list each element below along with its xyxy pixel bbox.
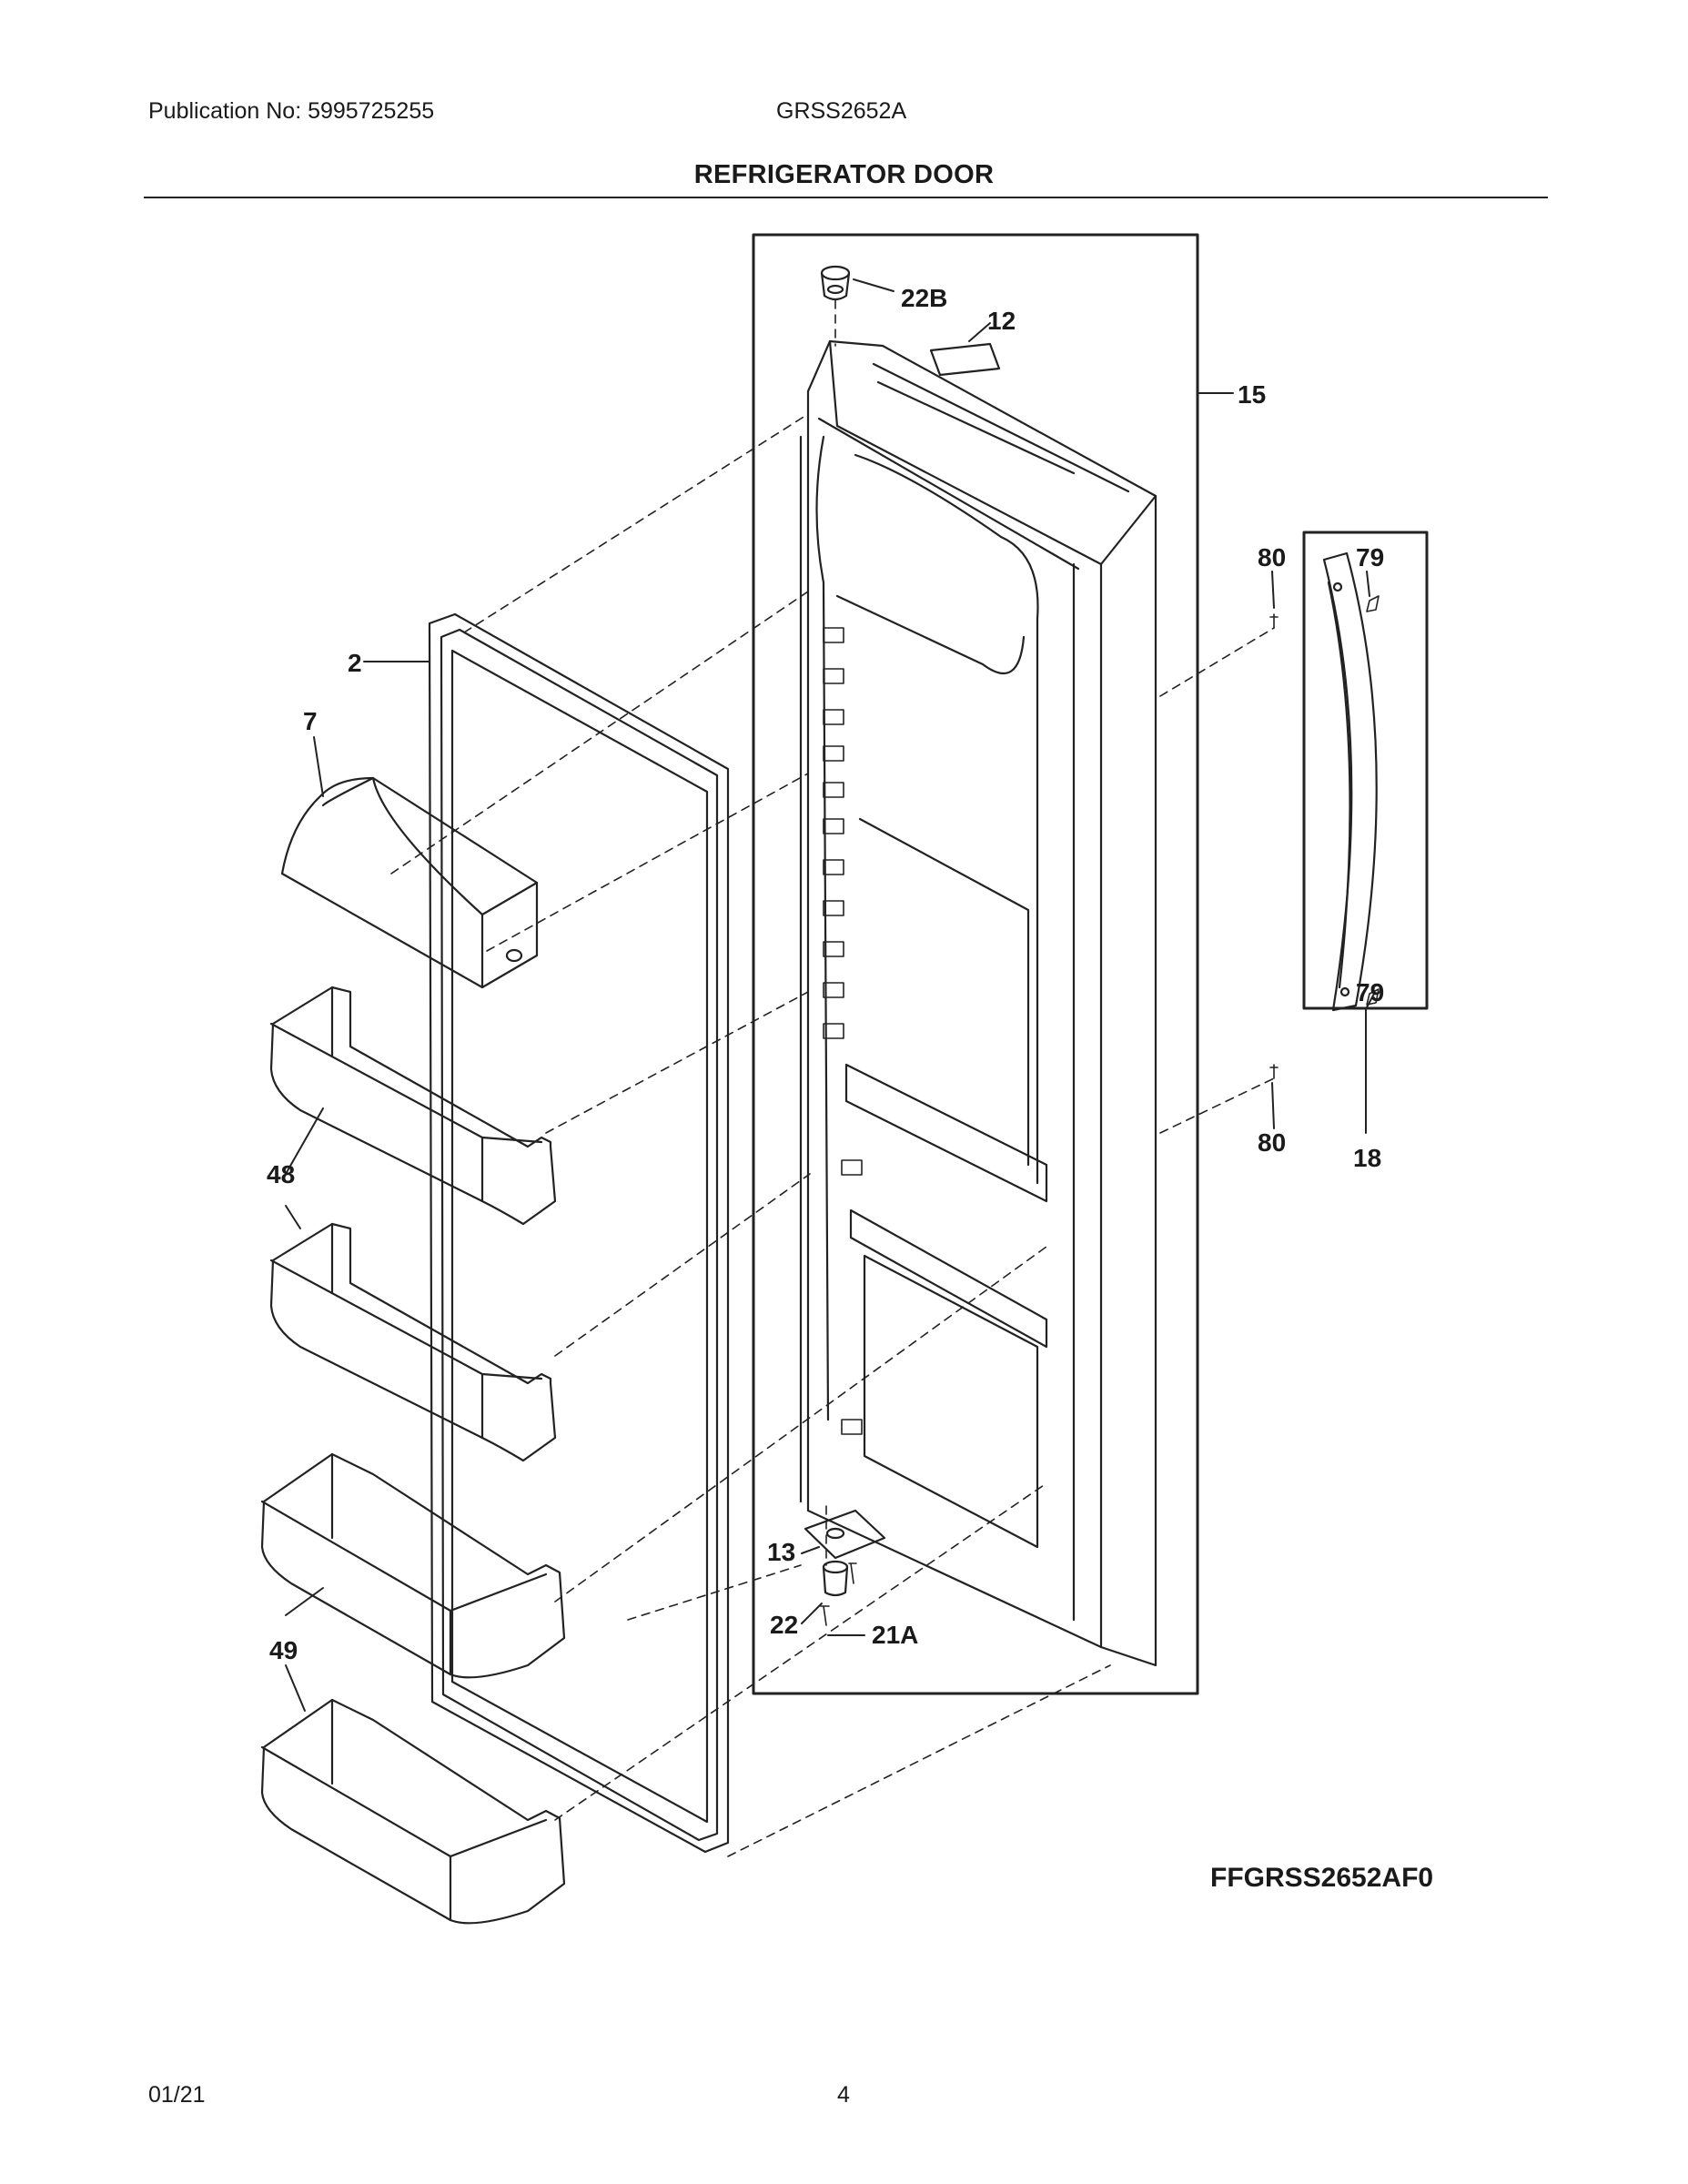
- callout-79-lower: 79: [1356, 978, 1384, 1006]
- callout-80-upper: 80: [1258, 543, 1286, 571]
- title-divider: [144, 197, 1548, 198]
- part-79-end-cap-lower: [1367, 989, 1379, 1005]
- callout-13: 13: [767, 1538, 795, 1566]
- part-48-shelf-upper: [271, 987, 555, 1224]
- door-assembly-box: [752, 233, 1199, 1695]
- callout-15: 15: [1238, 380, 1266, 409]
- callout-7: 7: [303, 707, 318, 735]
- callout-49: 49: [269, 1636, 298, 1664]
- part-7-dairy-bin: [282, 778, 537, 987]
- callout-22: 22: [770, 1611, 798, 1639]
- callout-12: 12: [987, 307, 1016, 335]
- model-number: GRSS2652A: [776, 98, 907, 124]
- part-13-hinge-bracket: [805, 1511, 884, 1558]
- part-49-bin-lower: [262, 1700, 564, 1923]
- part-22b-cap: [822, 267, 849, 299]
- alignment-lines: [390, 299, 1275, 1857]
- callout-18: 18: [1353, 1144, 1381, 1172]
- callout-22b: 22B: [901, 284, 947, 312]
- part-48-shelf-lower: [271, 1224, 555, 1461]
- callout-21a: 21A: [872, 1621, 918, 1649]
- callout-leaders: [285, 278, 1375, 1712]
- part-79-end-cap-upper: [1367, 596, 1379, 612]
- part-22-bushing: [824, 1562, 847, 1595]
- handle-assembly-box: [1302, 531, 1429, 1010]
- figure-id: FFGRSS2652AF0: [1210, 1863, 1434, 1893]
- callout-2: 2: [348, 649, 362, 677]
- part-12-label: [929, 342, 1001, 377]
- page-number: 4: [837, 2082, 850, 2108]
- callout-48: 48: [267, 1160, 295, 1188]
- page-title: REFRIGERATOR DOOR: [693, 160, 995, 189]
- part-80-screws: [1270, 614, 1278, 1078]
- callout-79-upper: 79: [1356, 543, 1384, 571]
- part-21a-screws: [821, 1563, 856, 1625]
- footer-date: 01/21: [148, 2082, 206, 2108]
- part-2-gasket: [430, 614, 728, 1852]
- part-49-bin-upper: [262, 1454, 564, 1677]
- part-15-door: [801, 341, 1156, 1665]
- part-18-handle: [1324, 553, 1377, 1010]
- publication-number: Publication No: 5995725255: [148, 98, 435, 124]
- callout-80-lower: 80: [1258, 1128, 1286, 1157]
